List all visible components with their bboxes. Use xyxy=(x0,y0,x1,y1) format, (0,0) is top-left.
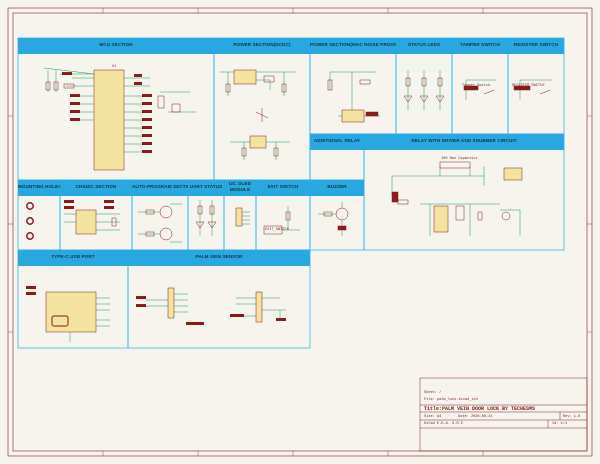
id-label: Id: 1/1 xyxy=(552,422,568,426)
ch340c-schematic xyxy=(64,200,120,235)
autoprog-header: AUTO-PROGRAM SECTION xyxy=(132,180,188,196)
relay-cap-label: 100 Nan Capacitor xyxy=(441,157,478,161)
outer-frame xyxy=(7,7,593,457)
rev-label: Rev: 1.0 xyxy=(563,415,581,419)
ch340c-header: CH340C SECTION xyxy=(60,180,132,196)
palm-schematic xyxy=(136,287,286,325)
mcu-ref-label: U1 xyxy=(112,65,117,69)
status-leds-header: STATUS LEDS xyxy=(396,38,452,54)
power-noise-schematic xyxy=(327,71,380,123)
title-prefix: Title: xyxy=(424,406,443,412)
autoprog-schematic xyxy=(138,203,182,243)
tamper-switch-header: TAMPER SWITCH xyxy=(452,38,508,54)
uart-status-header: UART STATUS xyxy=(188,180,224,196)
palm-vein-header: PALM VEIN SENSOR xyxy=(128,250,310,266)
kicad-label: KiCad E.D.A. 8.0.5 xyxy=(424,422,463,426)
exit-schematic xyxy=(263,206,300,235)
frame-ticks xyxy=(8,8,592,456)
tamper-net-label: Tamper_Switch xyxy=(462,84,491,88)
relay-driver-header: RELAY WITH DRIVER AND SNUBBER CIRCUIT xyxy=(364,134,564,150)
file-label: File: palm_lock.kicad_sch xyxy=(424,398,478,402)
mcu-schematic xyxy=(43,67,196,171)
status-led-schematic xyxy=(403,70,445,110)
inner-frame xyxy=(12,12,588,452)
relay-driver-schematic xyxy=(391,161,523,236)
register-schematic xyxy=(513,79,552,100)
additional-relay-header: ADDITIONAL RELAY xyxy=(310,134,364,150)
usbc-header: TYPE-C USB PORT xyxy=(18,250,128,266)
register-switch-header: REGISTER SWITCH xyxy=(508,38,564,54)
oled-module-header: I2C OLED MODULE xyxy=(224,180,256,196)
mcu-section-header: MCU SECTION xyxy=(18,38,214,54)
sheet-label: Sheet: / xyxy=(424,391,442,395)
mounting-holes xyxy=(26,202,34,240)
uart-schematic xyxy=(195,200,217,236)
buzzer-header: BUZZER xyxy=(310,180,364,196)
size-label: Size: A4 xyxy=(424,415,442,419)
power-dcdc-schematic xyxy=(220,69,296,160)
exit-switch-header: EXIT SWITCH xyxy=(256,180,310,196)
date-label: Date: 2026-08-21 xyxy=(458,415,493,419)
buzzer-schematic xyxy=(318,202,349,236)
register-net-label: REGISTER_SWITCH xyxy=(512,84,545,88)
power-noise-header: POWER SECTION(MAC NOISE PROOF) xyxy=(310,38,396,54)
tamper-schematic xyxy=(463,79,496,100)
exit-net-label: EXIT_SWITCH xyxy=(265,228,289,232)
mounting-holes-header: MOUNTING HOLES xyxy=(18,180,60,196)
usbc-schematic xyxy=(26,286,110,342)
title-block-frame xyxy=(419,377,588,452)
power-dcdc-header: POWER SECTION(DCDC) xyxy=(214,38,310,54)
oled-schematic xyxy=(235,207,250,227)
title-value: PALM VEIN DOOR LOCK BY TECHESMS xyxy=(442,406,536,412)
